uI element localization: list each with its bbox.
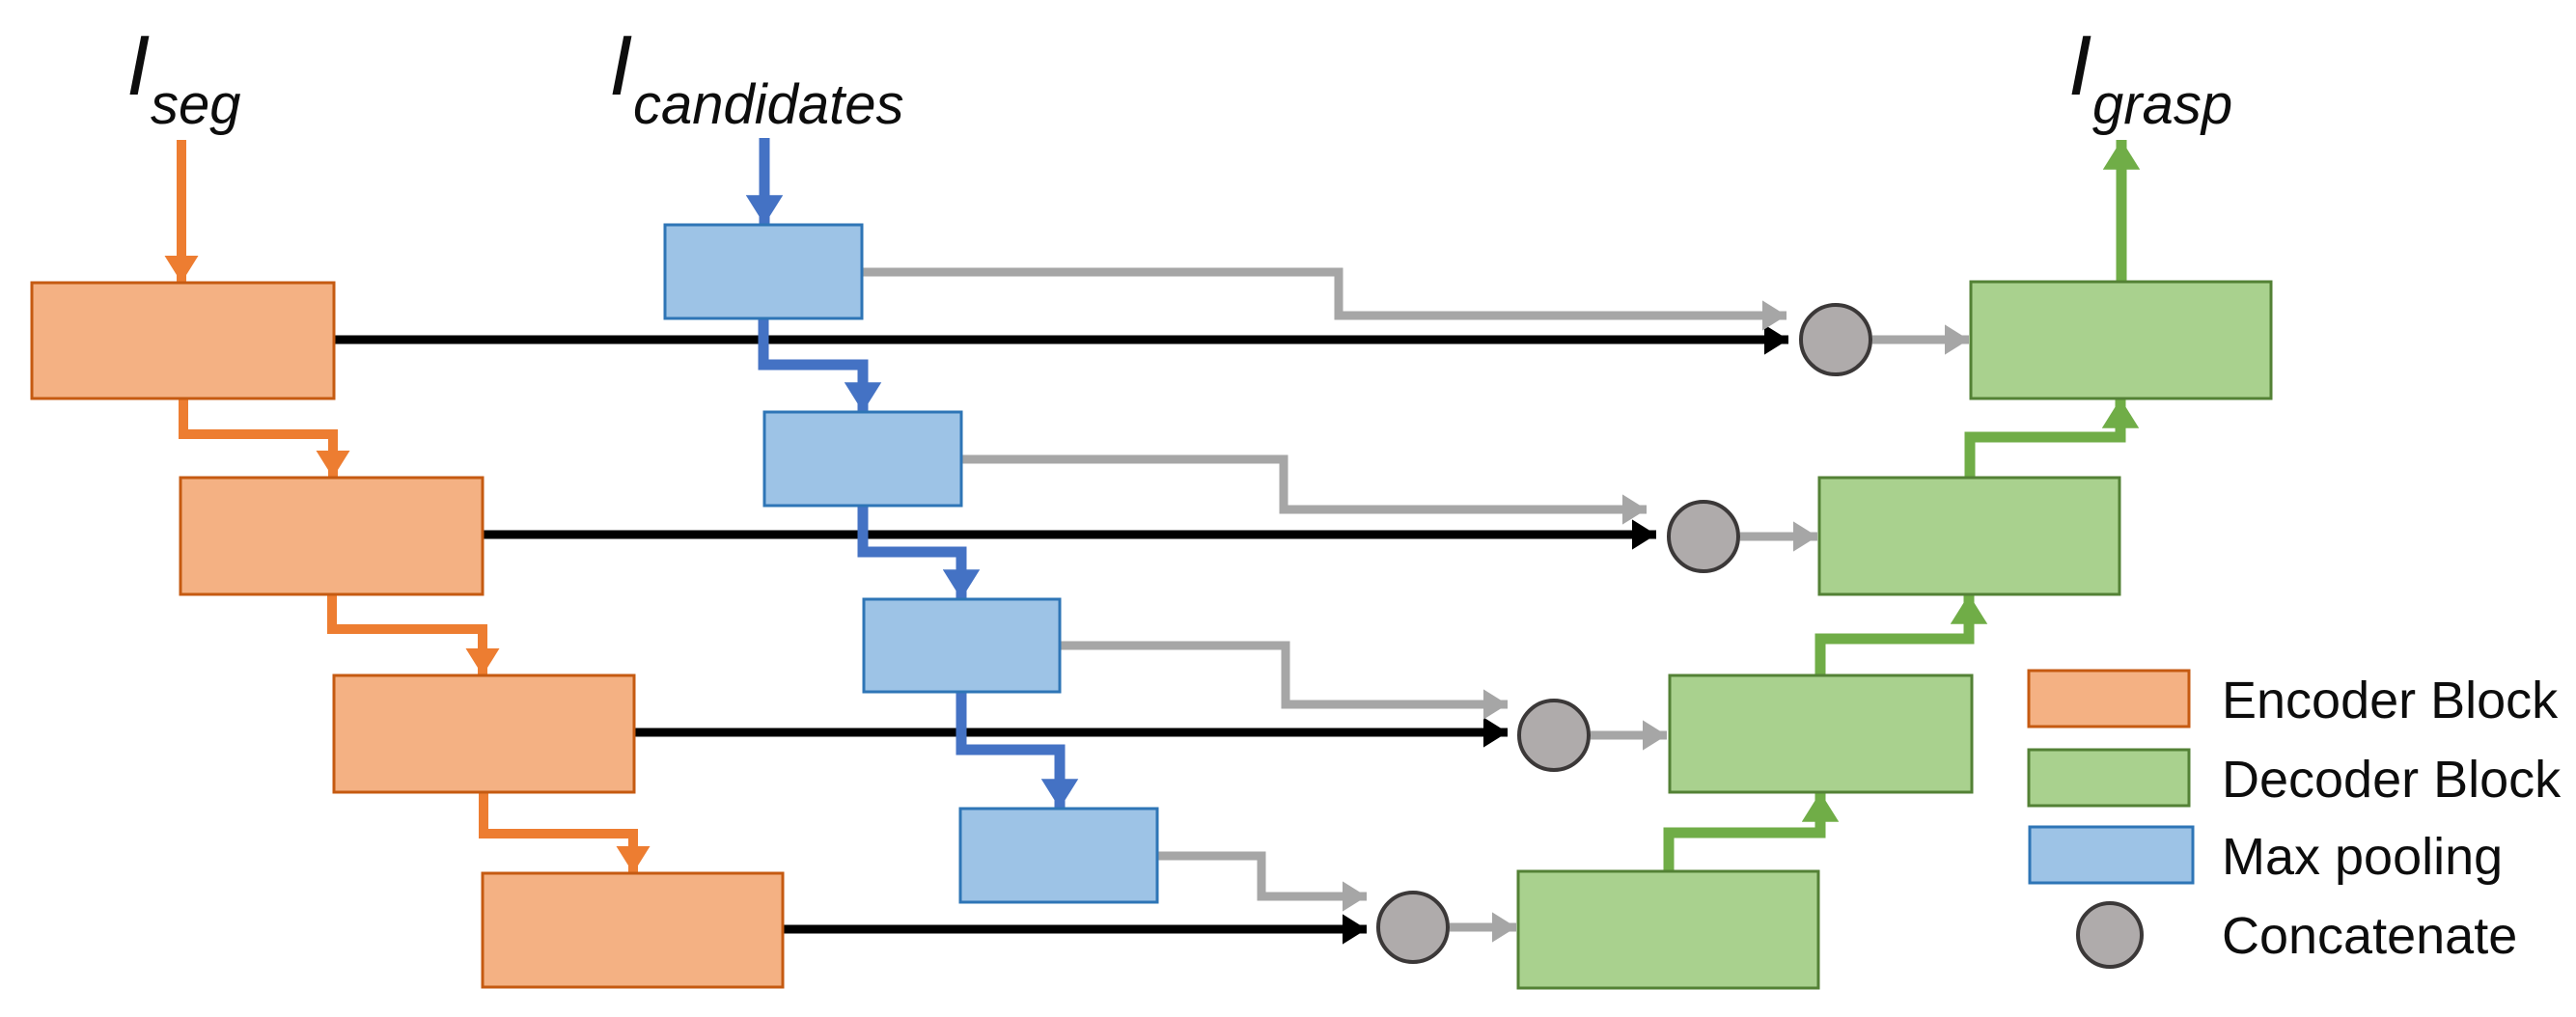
legend-label-concat: Concatenate: [2222, 907, 2517, 965]
concat-node-1: [1799, 303, 1872, 376]
maxpool-block-1: [663, 223, 864, 320]
maxpool-block-4: [958, 807, 1159, 904]
encoder-block-1: [30, 281, 336, 400]
decoder-elbow-arrow-1: [1964, 398, 2140, 478]
concat-node-4: [1376, 891, 1450, 964]
maxpool-block-2: [762, 410, 963, 508]
input-seg-label: I seg: [126, 17, 241, 136]
legend: Encoder Block Decoder Block Max pooling …: [2027, 669, 2562, 969]
input-candidates-label: I candidates: [609, 17, 904, 136]
skip-connection-4: [1157, 851, 1368, 912]
skip-connection-1: [862, 267, 1787, 331]
encoder-block-2: [179, 476, 485, 596]
output-grasp-label-sub: grasp: [2092, 73, 2232, 136]
maxpool-elbow-arrow-1: [758, 318, 882, 413]
encoder-elbow-arrow-3: [479, 792, 651, 874]
legend-swatch-decoder-icon: [2027, 748, 2191, 808]
decoder-block-3: [1668, 673, 1974, 794]
maxpool-block-3: [862, 597, 1062, 694]
legend-label-maxpool: Max pooling: [2222, 828, 2503, 886]
encoder-elbow-arrow-1: [179, 399, 350, 479]
output-grasp-label-base: I: [2068, 17, 2091, 113]
input-candidates-label-base: I: [609, 17, 632, 113]
input-candidates-label-sub: candidates: [633, 73, 904, 136]
decoder-block-4: [1516, 869, 1820, 990]
skip-connection-3: [1060, 641, 1509, 720]
encoder-block-3: [332, 673, 636, 794]
encoder-elbow-arrow-2: [327, 594, 500, 676]
maxpool-elbow-arrow-3: [956, 692, 1079, 810]
legend-swatch-maxpool-icon: [2028, 825, 2195, 885]
decoder-elbow-arrow-2: [1814, 593, 1988, 674]
output-grasp-label: I grasp: [2068, 17, 2232, 136]
legend-label-encoder: Encoder Block: [2222, 672, 2559, 729]
maxpool-elbow-arrow-2: [857, 506, 981, 600]
input-seg-label-sub: seg: [151, 73, 241, 136]
legend-label-decoder: Decoder Block: [2222, 751, 2562, 809]
decoder-block-1: [1969, 280, 2273, 400]
concat-node-2: [1667, 500, 1740, 573]
input-seg-label-base: I: [126, 17, 150, 113]
encoder-block-4: [481, 871, 785, 989]
legend-swatch-encoder-icon: [2027, 669, 2191, 728]
legend-swatch-concat-icon: [2076, 901, 2144, 969]
decoder-block-2: [1817, 476, 2121, 596]
decoder-elbow-arrow-3: [1663, 791, 1840, 871]
skip-connection-2: [961, 454, 1648, 525]
concat-node-3: [1517, 699, 1591, 772]
